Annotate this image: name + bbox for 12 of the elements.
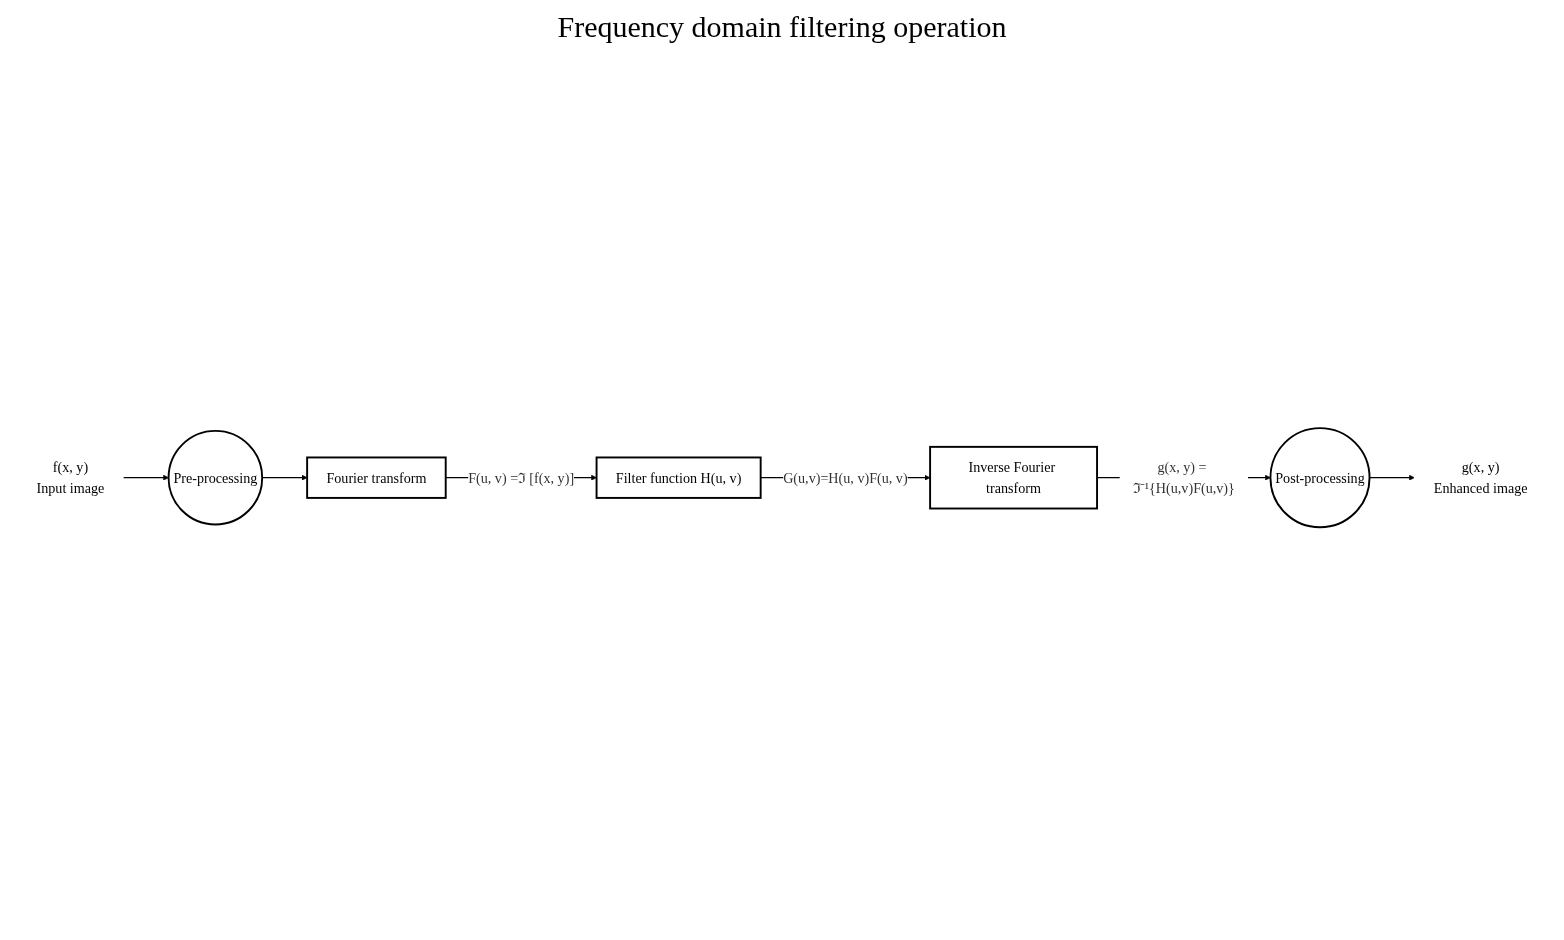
edge-label: G(u,v)=H(u, v)F(u, v) [783, 469, 908, 487]
node-circle: Pre-processing [167, 430, 264, 526]
node-circle: Post-processing [1269, 427, 1371, 529]
diagram-title: Frequency domain filtering operation [556, 10, 1008, 44]
edge-label: g(x, y) = ℑ⁻¹{H(u,v)F(u,v)} [1132, 459, 1235, 497]
node-text: g(x, y) Enhanced image [1433, 459, 1528, 497]
node-box: Fourier transform [306, 456, 447, 500]
arrow [123, 475, 169, 481]
node-box: Filter function H(u, v) [595, 456, 762, 500]
edge-label: F(u, v) =ℑ [f(x, y)] [468, 469, 575, 487]
node-text: f(x, y) Input image [36, 459, 105, 497]
node-box: Inverse Fourier transform [929, 446, 1099, 510]
